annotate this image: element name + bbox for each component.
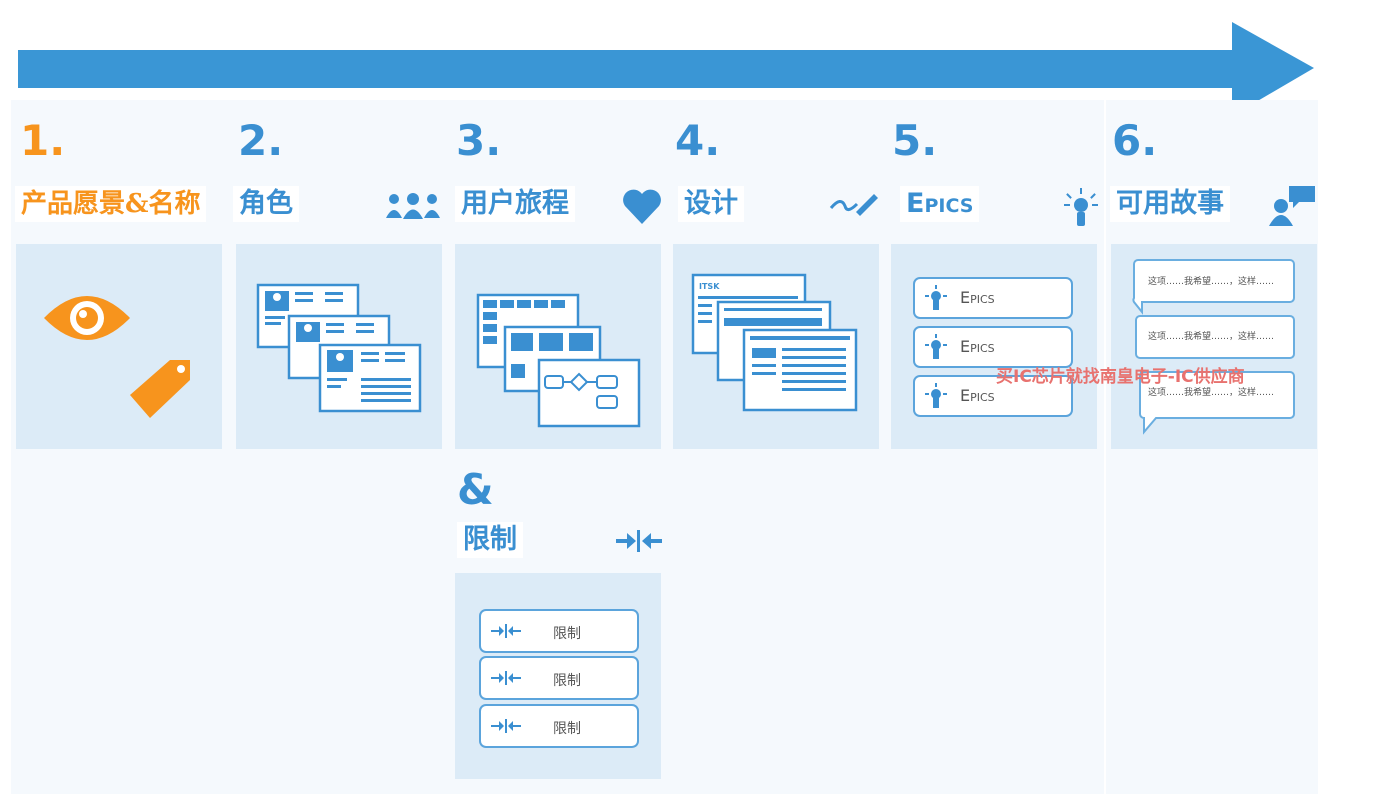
step-5-label: Epics bbox=[900, 186, 980, 222]
story-text: 这项……我希望……，这样…… bbox=[1148, 388, 1275, 398]
eye-and-tag-icon bbox=[44, 296, 190, 418]
lightbulb-icon bbox=[1064, 188, 1098, 226]
constraint-text: 限制 bbox=[553, 721, 581, 737]
ampersand: & bbox=[457, 465, 494, 514]
step-1-number: 1. bbox=[20, 116, 66, 165]
epic-label: Epics bbox=[960, 337, 995, 356]
mockup-logo-text: ITSK bbox=[699, 282, 720, 291]
watermark: 买IC芯片就找南皇电子-IC供应商 bbox=[996, 367, 1245, 387]
step-3-number: 3. bbox=[456, 116, 502, 165]
story-text: 这项……我希望……，这样…… bbox=[1148, 332, 1275, 342]
constraint-icon bbox=[491, 719, 521, 733]
step-1-panel bbox=[16, 244, 222, 449]
heart-icon bbox=[623, 189, 661, 224]
chat-user-icon bbox=[1269, 186, 1315, 226]
constraint-icon bbox=[491, 624, 521, 638]
step-3-label: 用户旅程 bbox=[455, 186, 575, 222]
pen-icon bbox=[829, 194, 878, 216]
constraint-card: 限制 bbox=[479, 609, 639, 653]
step-4-label: 设计 bbox=[678, 186, 744, 222]
epic-card: Epics bbox=[913, 277, 1073, 319]
constraint-text: 限制 bbox=[553, 626, 581, 642]
epic-label: Epics bbox=[960, 288, 995, 307]
step-2-label: 角色 bbox=[233, 186, 299, 222]
step-6-number: 6. bbox=[1112, 116, 1158, 165]
step-1-label: 产品愿景&名称 bbox=[15, 186, 207, 222]
lightbulb-icon bbox=[925, 383, 947, 408]
constraints-label: 限制 bbox=[457, 522, 523, 558]
users-icon bbox=[386, 193, 440, 219]
step-2-number: 2. bbox=[238, 116, 284, 165]
persona-cards-icon bbox=[256, 283, 422, 413]
constraint-card: 限制 bbox=[479, 704, 639, 748]
timeline-arrow bbox=[18, 22, 1314, 116]
step-5-number: 5. bbox=[892, 116, 938, 165]
lightbulb-icon bbox=[925, 285, 947, 310]
lightbulb-icon bbox=[925, 334, 947, 359]
step-6-label: 可用故事 bbox=[1110, 186, 1230, 222]
story-text: 这项……我希望……，这样…… bbox=[1148, 277, 1275, 287]
constraint-card: 限制 bbox=[479, 656, 639, 700]
step-4-number: 4. bbox=[675, 116, 721, 165]
epic-card: Epics bbox=[913, 375, 1073, 417]
story-bubbles-icon bbox=[1132, 259, 1295, 435]
constraint-icon bbox=[616, 530, 662, 552]
epic-card: Epics bbox=[913, 326, 1073, 368]
constraint-icon bbox=[491, 671, 521, 685]
design-mockups-icon: ITSK bbox=[691, 273, 858, 412]
epic-label: Epics bbox=[960, 386, 995, 405]
journey-map-icon bbox=[476, 293, 641, 428]
constraint-text: 限制 bbox=[553, 673, 581, 689]
